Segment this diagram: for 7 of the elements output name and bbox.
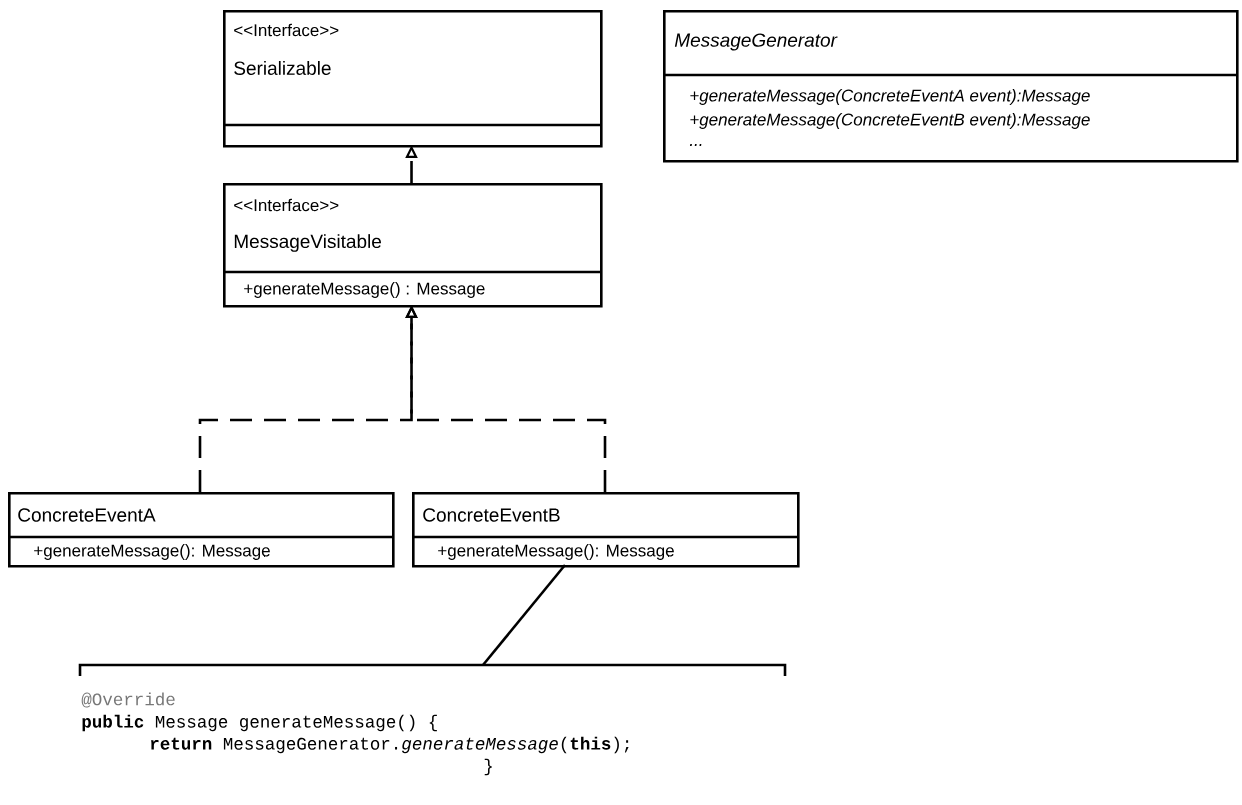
class-box: ConcreteEventB +generateMessage(): Message	[412, 492, 800, 568]
code-note: @Override public Message generateMessage() { return MessageGenerator.generateMessage(this); }	[78, 663, 787, 776]
class-box: <<Interface>> MessageVisitable +generateMessage() : Message	[223, 183, 603, 308]
class-box: ConcreteEventA +generateMessage(): Message	[8, 492, 395, 568]
class-box: <<Interface>> Serializable	[223, 10, 603, 148]
leader-line	[482, 564, 566, 666]
class-box: MessageGenerator +generateMessage(ConcreteEventA event):Message +generateMessage(ConcreteEventB event):Message ...	[663, 10, 1239, 163]
